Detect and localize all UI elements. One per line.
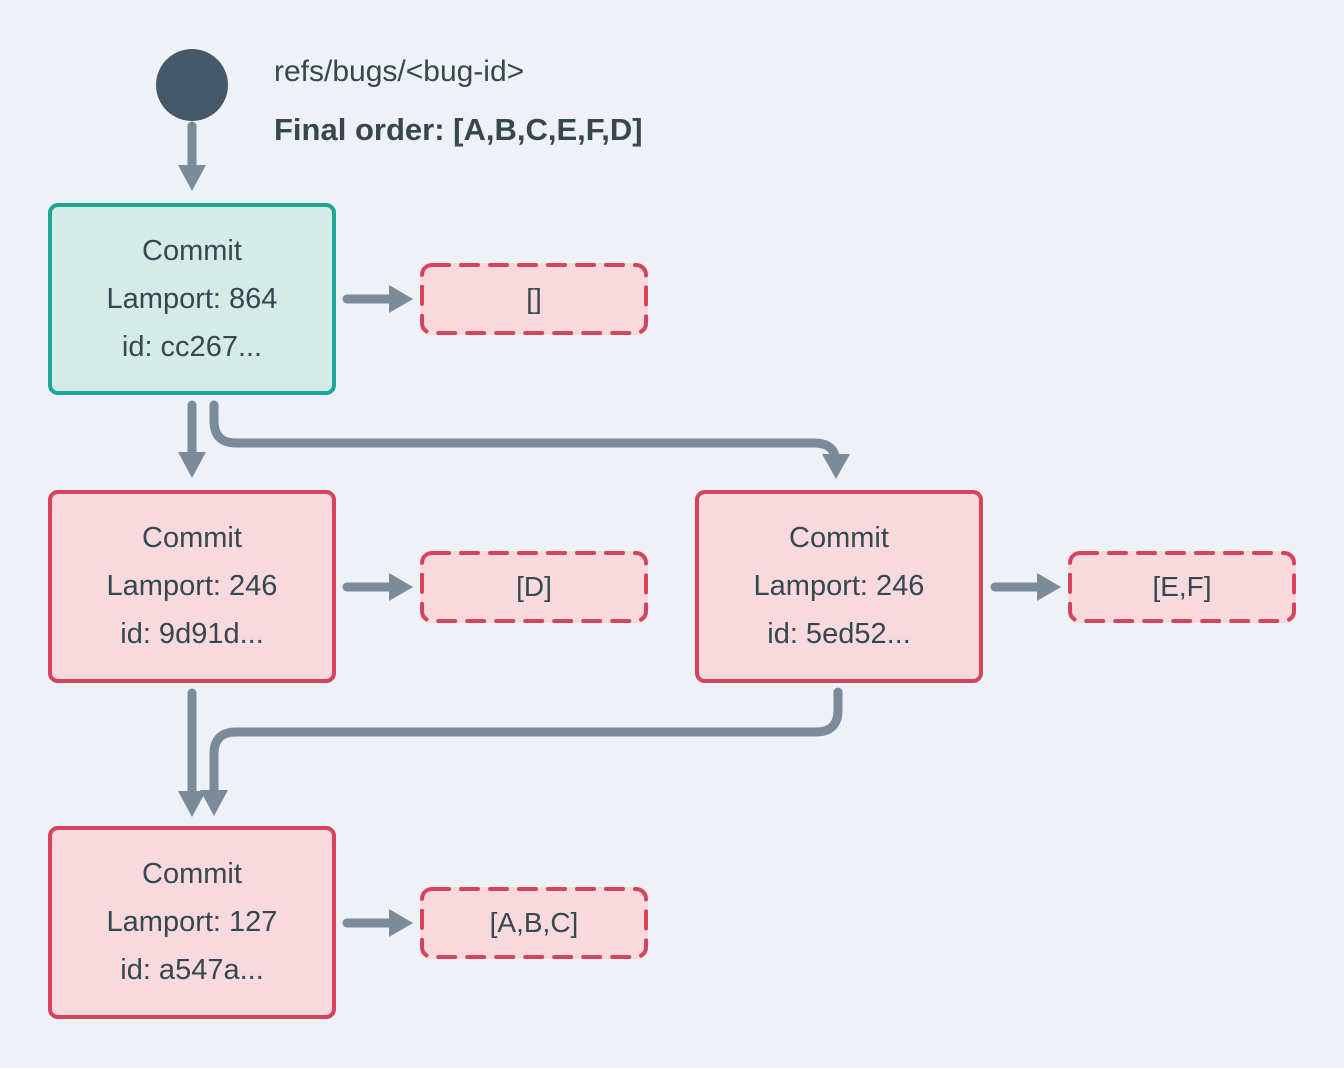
commit-lamport: Lamport: 864 (106, 282, 278, 315)
commit-id: id: 9d91d... (120, 618, 264, 650)
arrowhead-ref-to-root (178, 165, 206, 191)
commit-title: Commit (789, 522, 889, 554)
arrowhead-root-to-right (822, 454, 850, 479)
dashed-border (420, 887, 648, 959)
arrowhead-root-to-payload (389, 285, 413, 313)
arrowhead-right-to-bottom (200, 790, 228, 816)
arrowhead-right-to-payload (1037, 573, 1061, 601)
commit-title: Commit (142, 522, 242, 554)
arrowhead-left-to-bottom (178, 791, 206, 817)
commit-lamport: Lamport: 127 (106, 906, 278, 938)
ref-name-label: refs/bugs/<bug-id> (274, 55, 525, 88)
dashed-border (420, 263, 648, 335)
commit-lamport: Lamport: 246 (106, 570, 278, 602)
arrow-root-to-right (209, 400, 841, 468)
payload-value: [A,B,C] (489, 907, 579, 938)
final-order-label: Final order: [A,B,C,E,F,D] (274, 112, 643, 147)
payload-box-bottom: [A,B,C] (420, 887, 648, 959)
commit-title: Commit (142, 858, 242, 890)
commit-node-bottom: Commit Lamport: 127 id: a547a... (48, 826, 336, 1019)
commit-id: id: 5ed52... (767, 618, 911, 650)
payload-box-left: [D] (420, 551, 648, 623)
payload-box-root: [] (420, 263, 648, 335)
ref-head-dot-icon (156, 49, 228, 121)
payload-box-right: [E,F] (1068, 551, 1296, 623)
arrowhead-root-to-left (178, 452, 206, 478)
commit-node-right: Commit Lamport: 246 id: 5ed52... (695, 490, 983, 683)
payload-value: [] (526, 283, 542, 314)
payload-value: [E,F] (1152, 571, 1212, 602)
arrowhead-left-to-payload (389, 573, 413, 601)
commit-node-left: Commit Lamport: 246 id: 9d91d... (48, 490, 336, 683)
dashed-border (420, 551, 648, 623)
commit-lamport: Lamport: 246 (753, 570, 925, 602)
commit-title: Commit (142, 234, 242, 267)
commit-id: id: cc267... (121, 330, 263, 363)
payload-value: [D] (516, 571, 552, 602)
arrow-right-to-bottom (209, 687, 843, 796)
commit-node-root: Commit Lamport: 864 id: cc267... (48, 203, 336, 395)
dashed-border (1068, 551, 1296, 623)
commit-id: id: a547a... (120, 954, 264, 986)
arrowhead-bottom-to-payload (389, 909, 413, 937)
